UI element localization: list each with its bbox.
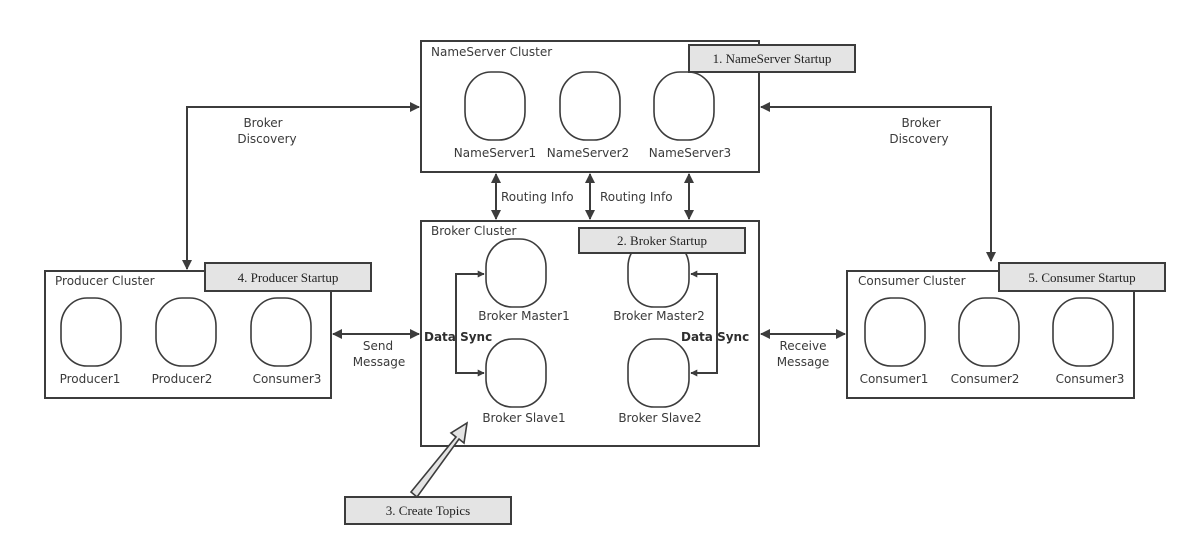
broker-master1-node: [485, 238, 547, 308]
nameserver-cluster: NameServer Cluster NameServer1 NameServe…: [420, 40, 856, 173]
broker-discovery-right-label-line1: Broker: [901, 116, 940, 130]
broker-slave1-label: Broker Slave1: [482, 411, 565, 425]
consumer2-node: [958, 297, 1020, 367]
routing-info-label-2: Routing Info: [600, 190, 673, 204]
consumer3-label: Consumer3: [1056, 372, 1125, 386]
send-message-label-line2: Message: [353, 355, 406, 369]
consumer-startup-label: 5. Consumer Startup: [1028, 270, 1135, 285]
consumer3-node: [1052, 297, 1114, 367]
broker-slave1-node: [485, 338, 547, 408]
producer1-label: Producer1: [60, 372, 121, 386]
broker-discovery-left-label-line2: Discovery: [237, 132, 296, 146]
broker-discovery-right-label-line2: Discovery: [889, 132, 948, 146]
producer-cluster-title: Producer Cluster: [55, 274, 155, 288]
data-sync-left-connector: [455, 270, 485, 377]
broker-cluster-title: Broker Cluster: [431, 224, 517, 238]
data-sync-left-label: Data Sync: [424, 330, 492, 344]
producer-startup-label: 4. Producer Startup: [238, 270, 339, 285]
create-topics-block-arrow: [409, 421, 469, 499]
broker-slave2-label: Broker Slave2: [618, 411, 701, 425]
broker-master2-label: Broker Master2: [613, 309, 705, 323]
broker-cluster: Broker Cluster Broker Master1 Broker Mas…: [420, 220, 760, 447]
data-sync-right-label: Data Sync: [681, 330, 749, 344]
producer-cluster: Producer Cluster Producer1 Producer2 Con…: [44, 262, 372, 399]
nameserver-startup-label: 1. NameServer Startup: [713, 51, 832, 66]
nameserver3-label: NameServer3: [649, 146, 731, 160]
broker-discovery-left-label-line1: Broker: [243, 116, 282, 130]
broker-startup-step: [578, 227, 746, 254]
create-topics-step: [344, 496, 512, 525]
receive-message-label-line2: Message: [777, 355, 830, 369]
broker-discovery-right-connector: [760, 102, 996, 262]
consumer2-label: Consumer2: [951, 372, 1020, 386]
nameserver2-node: [559, 71, 621, 141]
consumer1-node: [864, 297, 926, 367]
producer3-node: [250, 297, 312, 367]
nameserver1-label: NameServer1: [454, 146, 536, 160]
nameserver-cluster-title: NameServer Cluster: [431, 45, 552, 59]
send-message-label-line1: Send: [363, 339, 393, 353]
broker-startup-label: 2. Broker Startup: [617, 233, 707, 248]
nameserver1-node: [464, 71, 526, 141]
consumer-startup-step: [998, 262, 1166, 292]
consumer-cluster: Consumer Cluster Consumer1 Consumer2 Con…: [846, 262, 1166, 399]
producer2-label: Producer2: [152, 372, 213, 386]
routing-info-label-1: Routing Info: [501, 190, 574, 204]
receive-message-label-line1: Receive: [780, 339, 827, 353]
producer3-label: Consumer3: [253, 372, 322, 386]
nameserver3-node: [653, 71, 715, 141]
broker-slave2-node: [627, 338, 690, 408]
nameserver-startup-step: [688, 44, 856, 73]
broker-master1-label: Broker Master1: [478, 309, 570, 323]
create-topics-label: 3. Create Topics: [386, 503, 470, 518]
nameserver2-label: NameServer2: [547, 146, 629, 160]
consumer1-label: Consumer1: [860, 372, 929, 386]
producer1-node: [60, 297, 122, 367]
broker-cluster-box: [420, 220, 760, 447]
consumer-cluster-title: Consumer Cluster: [858, 274, 966, 288]
data-sync-right-connector: [690, 270, 718, 377]
broker-discovery-left-connector: [182, 102, 420, 270]
producer2-node: [155, 297, 217, 367]
